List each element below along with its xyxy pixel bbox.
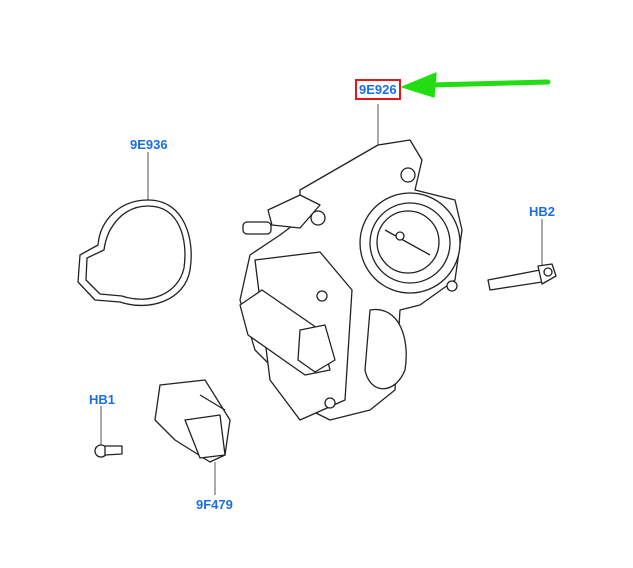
throttle-body-drawing <box>239 139 463 421</box>
part-label-bolt-hb2[interactable]: HB2 <box>529 204 556 219</box>
leader-lines <box>100 104 543 495</box>
highlight-arrow <box>401 72 551 98</box>
part-label-sensor[interactable]: 9F479 <box>196 497 233 512</box>
bolt-hb2-drawing <box>487 263 557 291</box>
part-label-throttle-body[interactable]: 9E926 <box>355 79 401 100</box>
sensor-drawing <box>154 379 231 463</box>
part-label-gasket[interactable]: 9E936 <box>130 137 168 152</box>
gasket-drawing <box>77 199 192 307</box>
part-label-bolt-hb1[interactable]: HB1 <box>89 392 116 407</box>
bolt-hb1-drawing <box>94 444 123 458</box>
